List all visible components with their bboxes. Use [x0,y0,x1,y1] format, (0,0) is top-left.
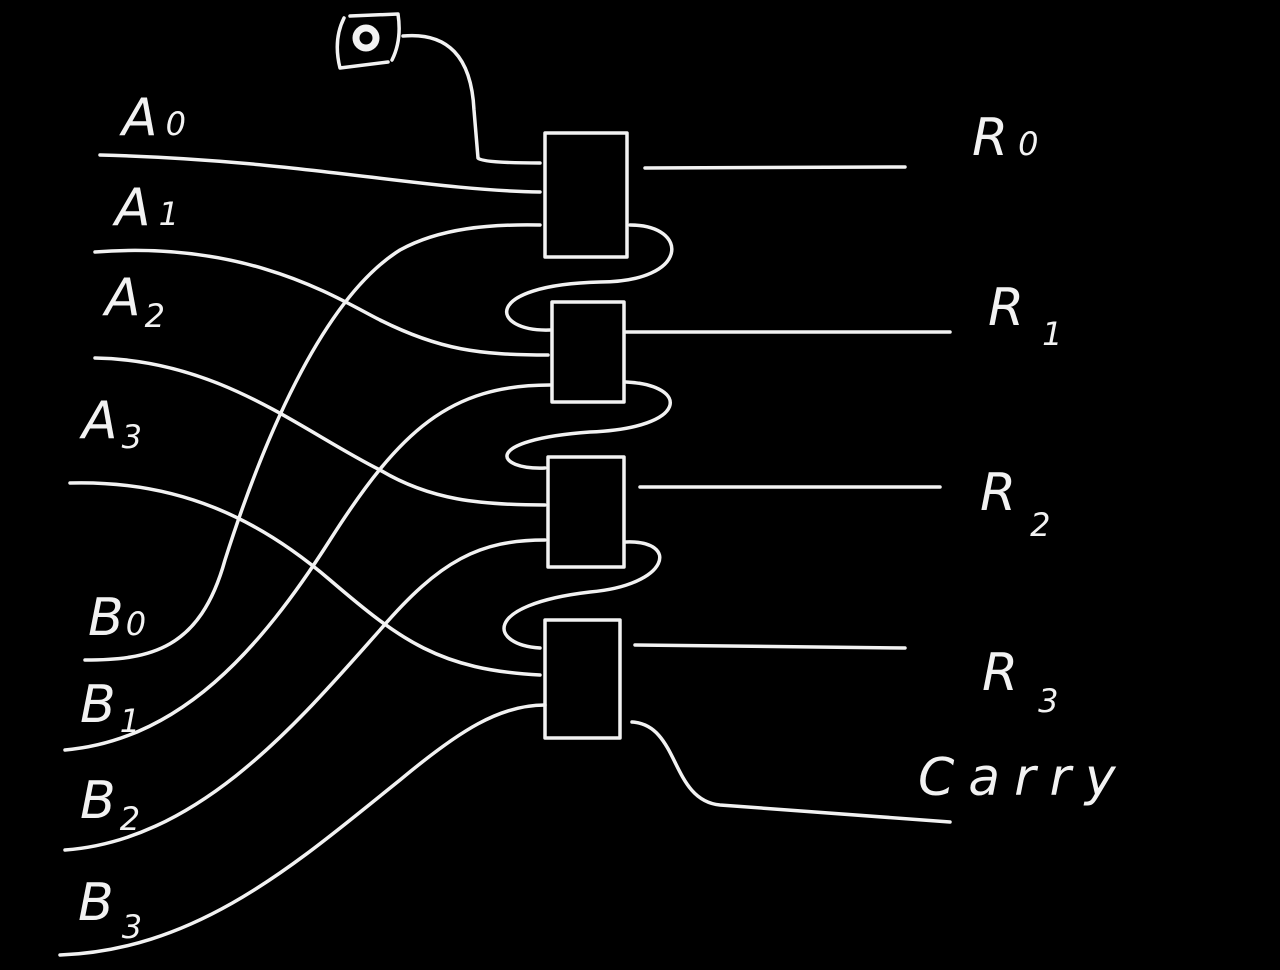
wire-r3 [633,643,907,650]
carry-in-value: 0 [366,25,374,42]
label-r2: R2 [980,463,1051,544]
wire-r0 [643,165,907,170]
carry-in-box: 0 [335,12,401,70]
wire-a2 [93,356,547,507]
wire-carry-out [630,720,952,824]
carry-wire-0-1 [504,223,674,332]
wire-b2 [63,538,547,852]
full-adder-1 [550,300,626,404]
wire-a3 [68,481,542,677]
wire-b1 [63,383,552,752]
carry-wire-1-2 [505,380,672,470]
carry-wire-2-3 [502,540,662,650]
carry-in-wire [401,33,542,165]
full-adder-0 [543,131,629,259]
full-adder-2 [546,455,626,569]
wire-b3 [58,703,547,957]
full-adder-3 [543,618,622,740]
wire-b0 [83,223,542,662]
wire-a1 [93,248,550,357]
label-b0: B0 [88,588,146,648]
wire-a0 [98,153,542,194]
label-carry-out: Carry [918,748,1130,808]
